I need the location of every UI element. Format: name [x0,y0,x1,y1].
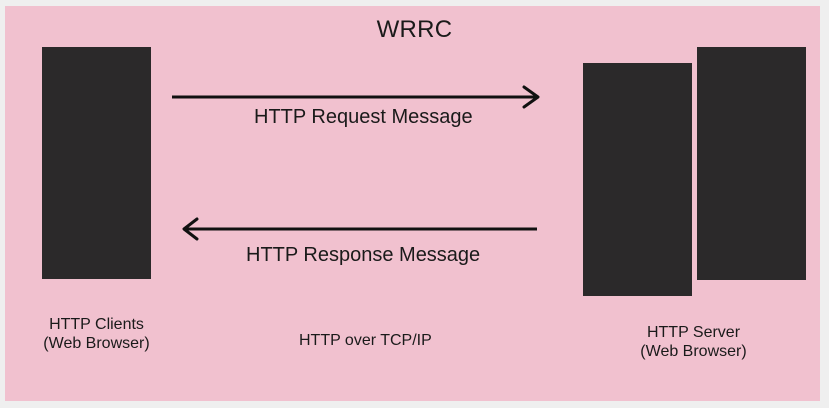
server-block-front [583,63,692,296]
request-arrow [172,85,540,109]
client-caption-line2: (Web Browser) [43,335,150,352]
client-caption-line1: HTTP Clients [49,316,144,333]
server-caption: HTTP Server (Web Browser) [628,323,759,361]
server-caption-line2: (Web Browser) [640,343,747,360]
server-caption-line1: HTTP Server [646,324,741,341]
request-message-label: HTTP Request Message [254,106,473,128]
response-arrow [182,217,537,241]
protocol-caption: HTTP over TCP/IP [299,332,432,349]
client-block [42,47,151,279]
client-caption: HTTP Clients (Web Browser) [31,315,162,353]
server-block-back [697,47,806,280]
response-message-label: HTTP Response Message [246,244,481,266]
diagram-title: WRRC [376,16,453,43]
